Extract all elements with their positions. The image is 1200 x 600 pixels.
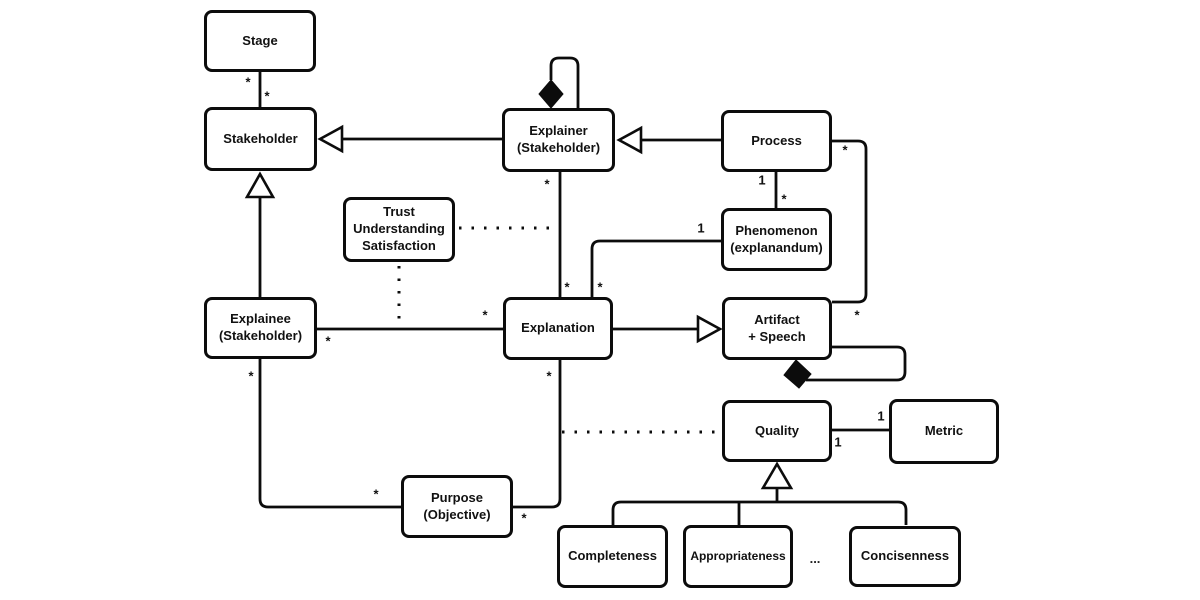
- multiplicity-explainee-end-to-purpose: *: [248, 368, 254, 384]
- class-phenomenon: Phenomenon (explanandum): [721, 208, 832, 271]
- class-process: Process: [721, 110, 832, 172]
- generalization-arrowhead-explainer-right: [616, 125, 643, 155]
- multiplicity-explanation-end-to-explainee: *: [482, 307, 488, 323]
- multiplicity-phenomenon-end-to-explanation: 1: [697, 220, 705, 236]
- class-quality: Quality: [722, 400, 832, 462]
- generalization-arrowhead-artifact-left: [696, 314, 723, 344]
- edge-subclass-rail: [611, 500, 908, 525]
- multiplicity-stakeholder-end: *: [264, 88, 270, 104]
- edge-phenomenon-explanation: [590, 239, 721, 297]
- multiplicity-metric-end: 1: [877, 408, 885, 424]
- multiplicity-process-end-to-artifact: *: [842, 142, 848, 158]
- class-explainer: Explainer (Stakeholder): [502, 108, 615, 172]
- composition-diamond-explainer: [538, 79, 564, 109]
- class-completeness: Completeness: [557, 525, 668, 588]
- ellipsis-label: ...: [809, 550, 821, 566]
- edge-explainer-self-loop: [549, 56, 580, 108]
- class-explainee: Explainee (Stakeholder): [204, 297, 317, 359]
- class-metric: Metric: [889, 399, 999, 464]
- multiplicity-explanation-end-from-phenomenon: *: [597, 279, 603, 295]
- class-stage: Stage: [204, 10, 316, 72]
- multiplicity-explainer-end: *: [544, 176, 550, 192]
- multiplicity-explanation-end-from-explainer: *: [564, 279, 570, 295]
- class-trust-understanding-satisfaction: Trust Understanding Satisfaction: [343, 197, 455, 262]
- multiplicity-phenomenon-end-to-process: *: [781, 191, 787, 207]
- class-purpose: Purpose (Objective): [401, 475, 513, 538]
- multiplicity-purpose-end-to-explanation: *: [521, 510, 527, 526]
- edge-explainee-purpose: [258, 359, 401, 509]
- edge-artifact-self-loop: [806, 345, 907, 382]
- edge-explanation-purpose: [513, 360, 562, 509]
- multiplicity-purpose-end-to-explainee: *: [373, 486, 379, 502]
- multiplicity-artifact-end-to-process: *: [854, 307, 860, 323]
- class-artifact-speech: Artifact + Speech: [722, 297, 832, 360]
- multiplicity-explanation-end-to-purpose: *: [546, 368, 552, 384]
- multiplicity-process-end-to-phenomenon: 1: [758, 172, 766, 188]
- generalization-arrowhead-stakeholder-bottom: [244, 171, 276, 199]
- class-appropriateness: Appropriateness: [683, 525, 793, 588]
- multiplicity-stage-end: *: [245, 74, 251, 90]
- class-stakeholder: Stakeholder: [204, 107, 317, 171]
- multiplicity-quality-end: 1: [834, 434, 842, 450]
- class-explanation: Explanation: [503, 297, 613, 360]
- multiplicity-explainee-end-to-explanation: *: [325, 333, 331, 349]
- edge-process-artifact: [832, 139, 868, 304]
- generalization-arrowhead-quality-bottom: [760, 461, 794, 490]
- class-concisenness: Concisenness: [849, 526, 961, 587]
- composition-diamond-artifact: [783, 359, 812, 389]
- generalization-arrowhead-stakeholder-right: [317, 124, 344, 154]
